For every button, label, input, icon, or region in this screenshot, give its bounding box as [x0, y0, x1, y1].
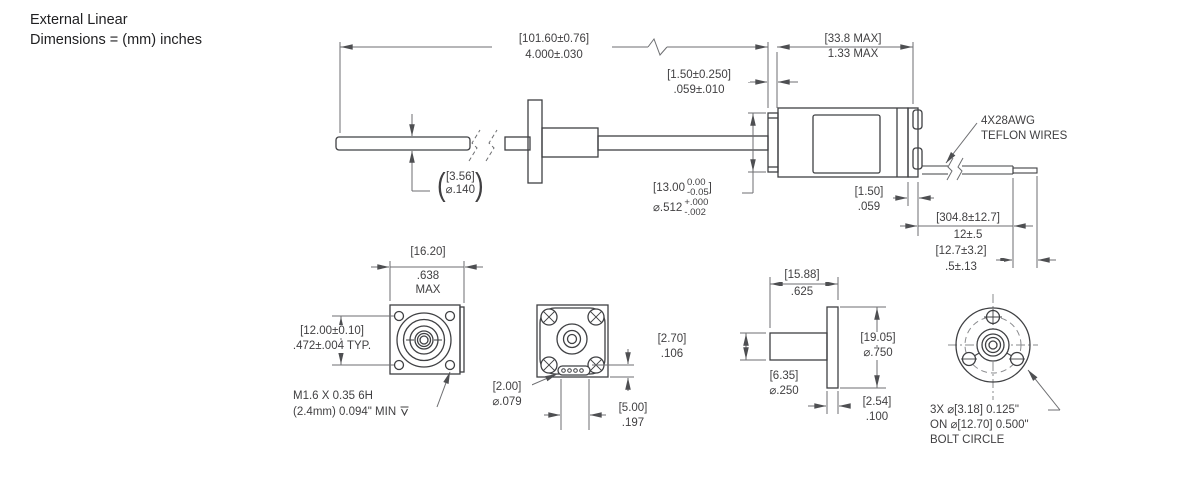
dim-flange-width-suffix: MAX	[399, 284, 457, 297]
dim-screw-diameter: ( [3.56] ⌀.140 )	[436, 168, 485, 200]
dim-pilot-diameter-inch: ⌀.512	[653, 201, 683, 214]
dim-hole-spacing-mm: [12.00±0.10]	[281, 325, 383, 338]
dim-flange-width-mm: [16.20]	[399, 246, 457, 259]
drawing-title: External Linear	[30, 12, 128, 28]
front-view	[389, 304, 465, 375]
dim-pin-diameter-inch: ⌀.079	[482, 396, 532, 409]
dim-screw-diameter-inch: ⌀.140	[445, 184, 475, 196]
dim-wire-length-inch: 12±.5	[925, 229, 1011, 242]
dim-screw-diameter-mm: [3.56]	[445, 171, 475, 183]
nut-front-view	[948, 294, 1061, 411]
dim-nut-flange-dia-mm: [19.05]	[850, 332, 906, 345]
dim-motor-length-inch: 1.33 MAX	[807, 48, 899, 61]
depth-symbol-icon	[399, 405, 410, 420]
wires-callout-line2: TEFLON WIRES	[981, 130, 1068, 142]
wire-break-symbol	[946, 157, 964, 181]
main-view-dimensions	[339, 37, 1056, 268]
dim-pilot-diameter: [13.00 0.00 -0.05 ] ⌀.512 +.000 -.002	[652, 177, 713, 218]
dim-overall-length-inch: 4.000±.030	[494, 49, 614, 62]
dim-wire-length-mm: [304.8±12.7]	[925, 212, 1011, 225]
dim-connector-offset-mm: [2.70]	[649, 333, 695, 346]
paren-open: (	[437, 165, 446, 203]
rear-corner-screws	[540, 308, 605, 374]
bolt-callout-line1: 3X ⌀[3.18] 0.125"	[930, 404, 1020, 416]
bolt-circle-leader	[1027, 369, 1061, 411]
lead-screw	[335, 135, 769, 151]
dim-connector-offset-inch: .106	[649, 348, 695, 361]
dim-connector-width-inch: .197	[610, 417, 656, 430]
dim-wire-strip-mm: [12.7±3.2]	[918, 245, 1004, 258]
bolt-callout-line3: BOLT CIRCLE	[930, 434, 1005, 446]
rear-view	[536, 304, 609, 378]
thread-callout-line2: (2.4mm) 0.094" MIN	[292, 405, 412, 420]
nut-assembly-side	[527, 99, 599, 184]
dim-nut-length-inch: .625	[775, 286, 829, 299]
thread-callout-line1: M1.6 X 0.35 6H	[292, 390, 374, 403]
paren-close: )	[474, 165, 484, 203]
dim-rear-cap-mm: [1.50]	[845, 186, 893, 199]
dim-overall-length-mm: [101.60±0.76]	[494, 33, 614, 46]
screw-break-symbol	[468, 129, 498, 162]
rear-connector	[557, 365, 591, 376]
dim-nut-flange-thk-mm: [2.54]	[853, 396, 901, 409]
dim-connector-width-mm: [5.00]	[610, 402, 656, 415]
nut-side-view	[769, 306, 839, 389]
dim-pilot-diameter-mm: [13.00	[653, 181, 685, 194]
motor-wires	[922, 165, 1038, 175]
dim-nut-body-dia-inch: ⌀.250	[757, 385, 811, 398]
dim-nut-length-mm: [15.88]	[775, 269, 829, 282]
dim-nut-flange-dia-inch: ⌀.750	[850, 347, 906, 360]
wires-callout-line1: 4X28AWG	[981, 115, 1035, 127]
dim-pilot-length-inch: .059±.010	[648, 84, 750, 97]
dim-nut-flange-thk-inch: .100	[853, 411, 901, 424]
dim-flange-width-inch: .638	[399, 270, 457, 283]
dim-pin-diameter-mm: [2.00]	[482, 381, 532, 394]
motor-body	[767, 107, 923, 178]
dim-rear-cap-inch: .059	[845, 201, 893, 214]
dim-hole-spacing-inch: .472±.004 TYP.	[281, 340, 383, 353]
drawing-subtitle: Dimensions = (mm) inches	[30, 32, 203, 48]
dim-wire-strip-inch: .5±.13	[918, 261, 1004, 274]
dim-nut-body-dia-mm: [6.35]	[757, 370, 811, 383]
rear-view-dimensions	[526, 349, 634, 430]
dim-pilot-length-mm: [1.50±0.250]	[648, 69, 750, 82]
dim-motor-length-mm: [33.8 MAX]	[807, 33, 899, 46]
bolt-callout-line2: ON ⌀[12.70] 0.500"	[930, 419, 1029, 431]
